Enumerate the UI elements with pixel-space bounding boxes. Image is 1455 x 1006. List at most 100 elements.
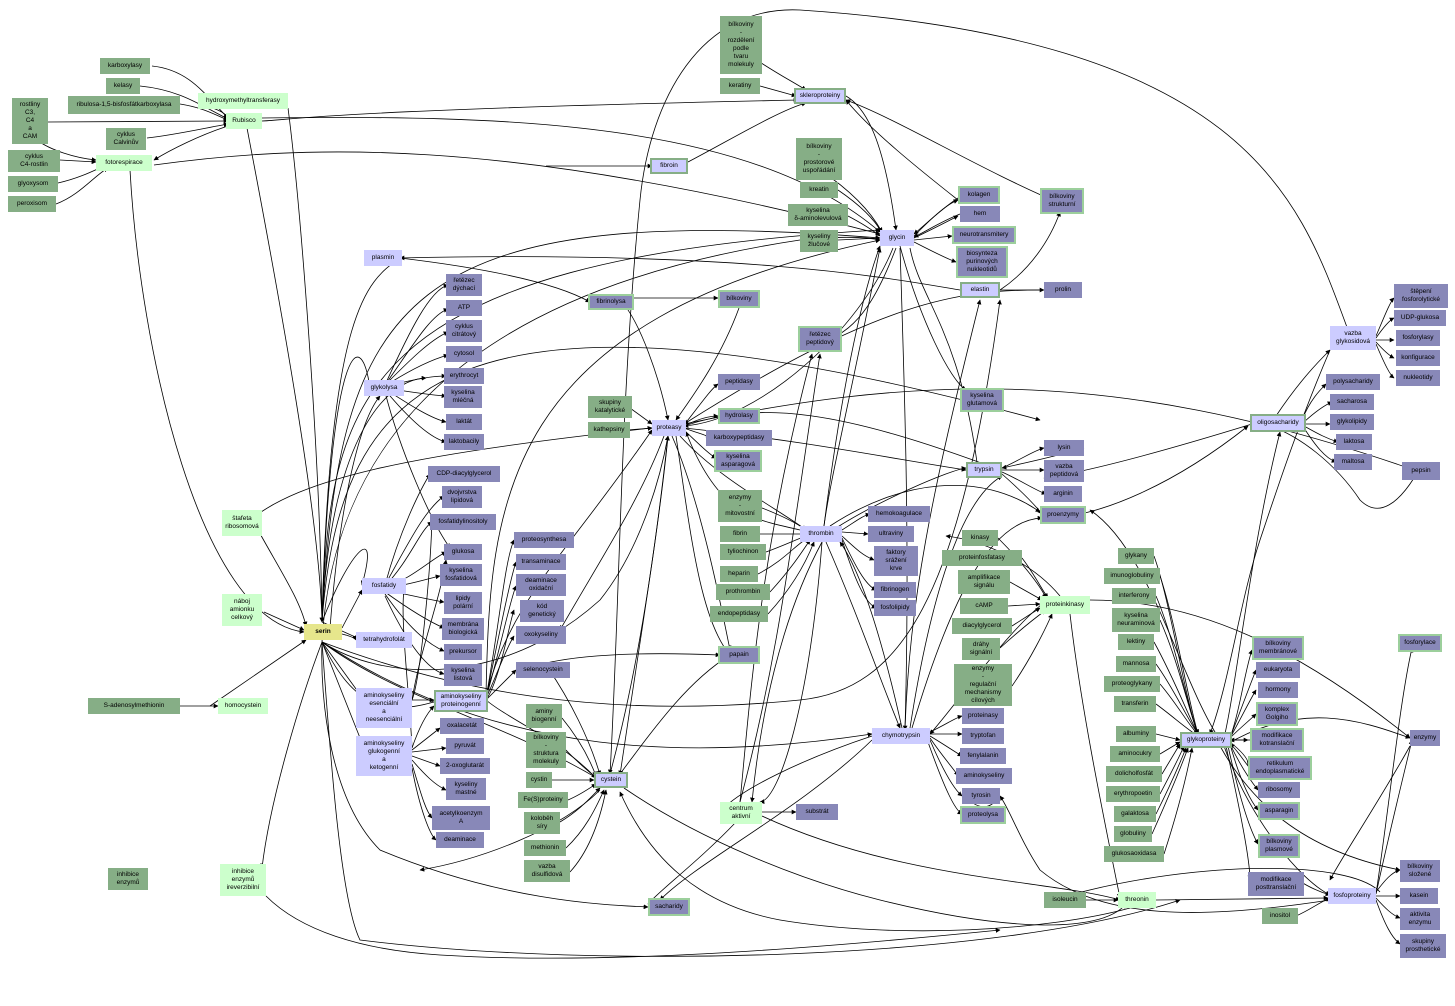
node-tyliochinon: tyliochinon <box>720 544 766 560</box>
node-papain: papain <box>718 646 760 664</box>
node-deaminace: deaminace <box>436 832 484 848</box>
node-threonin: threonin <box>1118 892 1156 908</box>
node-fosforylace: fosforylace <box>1398 634 1442 652</box>
node-kinasy: kinasy <box>962 530 998 546</box>
node-aminokyseliny-proteinogenni: aminokyseliny proteinogenní <box>434 690 488 712</box>
node-keratiny: keratiny <box>720 78 760 94</box>
node-bilkoviny-slozene: bílkoviny složené <box>1400 860 1440 882</box>
node-inositol: inositol <box>1262 908 1298 924</box>
node-ribulosa: ribulosa-1,5-bisfosfátkarboxylasa <box>68 96 180 114</box>
node-modifikace-posttranslacni: modifikace posttranslační <box>1248 872 1304 896</box>
node-prolin: prolin <box>1044 282 1082 298</box>
node-enzymy-regulacni: enzymy - regulační mechanismy cílových <box>954 664 1012 706</box>
node-isoleucin: isoleucin <box>1044 892 1086 908</box>
node-thrombin: thrombin <box>800 526 842 542</box>
node-kolobeh-siry: koloběh síry <box>524 812 560 834</box>
node-kolagen: kolagen <box>958 186 1000 204</box>
node-elastin: elastin <box>960 282 1000 298</box>
node-eukaryota: eukaryota <box>1256 662 1300 678</box>
node-tryptofan: tryptofan <box>962 728 1004 744</box>
node-tetrahydrofolat: tetrahydrofolát <box>356 632 412 648</box>
node-centrum-aktivni: centrum aktivní <box>720 802 762 824</box>
node-2-oxoglutarat: 2-oxoglutarát <box>440 758 490 774</box>
node-proteolysa: proteolysa <box>960 806 1006 824</box>
node-kyselina-fosfatidova: kyselina fosfatidová <box>440 564 482 586</box>
node-glyoxysom: glyoxysom <box>8 176 58 192</box>
node-heparin: heparin <box>720 566 758 582</box>
node-pyruvat: pyruvát <box>446 738 484 754</box>
node-proteosynthesa: proteosynthesa <box>514 532 574 548</box>
node-homocystein: homocystein <box>218 698 268 714</box>
node-sacharosa: sacharosa <box>1330 394 1374 410</box>
node-hydrolasy: hydrolasy <box>718 408 760 424</box>
node-fosforylasy: fosforylasy <box>1396 330 1440 346</box>
node-fibroin: fibroin <box>650 158 688 174</box>
node-proteinfosfatasy: proteinfosfatasy <box>942 550 1022 566</box>
node-stafeta-ribosomova: štafeta ribosomová <box>222 510 262 536</box>
node-hydroxymethyltransferasy: hydroxymethyltransferasy <box>198 93 288 109</box>
node-enzymy-mitovostni: enzymy - mitovostní <box>718 490 762 522</box>
node-maltosa: maltosa <box>1334 454 1372 470</box>
node-komplex-golgiho: komplex Golgiho <box>1256 702 1298 726</box>
node-methionin: methionin <box>524 840 566 856</box>
node-sacharidy: sacharidy <box>648 898 690 916</box>
node-glykolipidy: glykolipidy <box>1330 414 1374 430</box>
node-fosfatidylinositoly: fosfatidylinositoly <box>430 514 496 530</box>
node-fibrin: fibrin <box>720 526 760 542</box>
node-aminokyseliny-glukogenni: aminokyseliny glukogenní a ketogenní <box>356 736 412 776</box>
node-udp-glukosa: UDP-glukosa <box>1394 310 1446 326</box>
node-peptidasy: peptidasy <box>718 374 760 390</box>
node-hormony: hormony <box>1258 682 1298 698</box>
node-globuliny: globuliny <box>1114 826 1152 842</box>
node-mannosa: mannosa <box>1116 656 1156 672</box>
node-retezec-dychaci: řetězec dýchací <box>446 274 482 296</box>
node-pepsin: pepsin <box>1402 462 1440 480</box>
node-fenylalanin: fenylalanin <box>960 748 1006 764</box>
node-bilkoviny: bílkoviny <box>718 290 760 308</box>
node-bilkoviny-plasmove: bílkoviny plasmové <box>1258 834 1300 858</box>
node-proteinasy: proteinasy <box>962 708 1004 724</box>
node-kasein: kasein <box>1400 888 1438 904</box>
node-inhibice-ireverzibilni: inhibice enzymů ireverzibilní <box>220 864 266 896</box>
node-galaktosa: galaktosa <box>1114 806 1156 822</box>
node-prekursor: prekursor <box>444 644 482 660</box>
node-fibrinolysa: fibrinolysa <box>588 294 634 310</box>
node-bilkoviny-membranove: bílkoviny membránové <box>1252 636 1304 660</box>
node-acetylkoenzym: acetylkoenzym A <box>432 806 490 830</box>
node-serin: serin <box>304 624 342 640</box>
node-glukosa: glukosa <box>444 544 482 560</box>
node-retikulum: retikulum endoplasmatické <box>1248 756 1312 780</box>
node-proenzymy: proenzymy <box>1040 506 1086 524</box>
node-vazba-glykosidova: vazba glykosidová <box>1330 326 1376 350</box>
node-asparagin: asparagin <box>1258 802 1300 820</box>
node-dvojvrstva: dvojvrstva lipidová <box>442 486 482 508</box>
node-fosfoproteiny: fosfoproteiny <box>1328 888 1376 904</box>
node-imunoglobuliny: imunoglobuliny <box>1104 568 1160 584</box>
node-retezec-peptidovy: řetězec peptidový <box>798 326 842 352</box>
node-karboxylasy: karboxylasy <box>100 58 150 74</box>
node-aktivita-enzymu: aktivita enzymu <box>1400 908 1440 930</box>
node-adenosylmethionin: S-adenosylmethionin <box>88 698 180 714</box>
node-kyseliny-mastne: kyseliny mastné <box>446 778 486 800</box>
node-stepeni-fosforolyticke: štěpení fosforolytické <box>1394 284 1448 308</box>
node-endopeptidasy: endopeptidasy <box>710 606 768 622</box>
node-amplifikace: amplifikace signálu <box>958 570 1010 594</box>
node-polysacharidy: polysacharidy <box>1326 374 1380 390</box>
node-aminokyseliny-esencialni: aminokyseliny esenciální a neesenciální <box>356 688 412 728</box>
node-fosfatidy: fosfatidy <box>362 578 406 594</box>
node-camp: cAMP <box>960 598 1008 614</box>
node-ribosomy: ribosomy <box>1258 782 1300 798</box>
node-naboj: náboj amionku celkový <box>222 594 262 626</box>
node-oxokyseliny: oxokyseliny <box>516 626 566 644</box>
node-laktosa: laktosa <box>1336 434 1372 450</box>
node-cyklus-calvinuv: cyklus Calvinův <box>106 128 146 150</box>
node-karboxypeptidasy: karboxypeptidasy <box>706 430 772 446</box>
node-erythrocyt: erythrocyt <box>444 368 484 384</box>
node-kyselina-glutamova: kyselina glutamová <box>960 388 1004 412</box>
node-laktobacily: laktobacily <box>444 434 484 450</box>
node-glycin: glycin <box>880 230 914 246</box>
node-trypsin: trypsin <box>966 462 1002 478</box>
node-atp: ATP <box>446 300 482 316</box>
node-kathepsiny: kathepsiny <box>588 422 630 438</box>
